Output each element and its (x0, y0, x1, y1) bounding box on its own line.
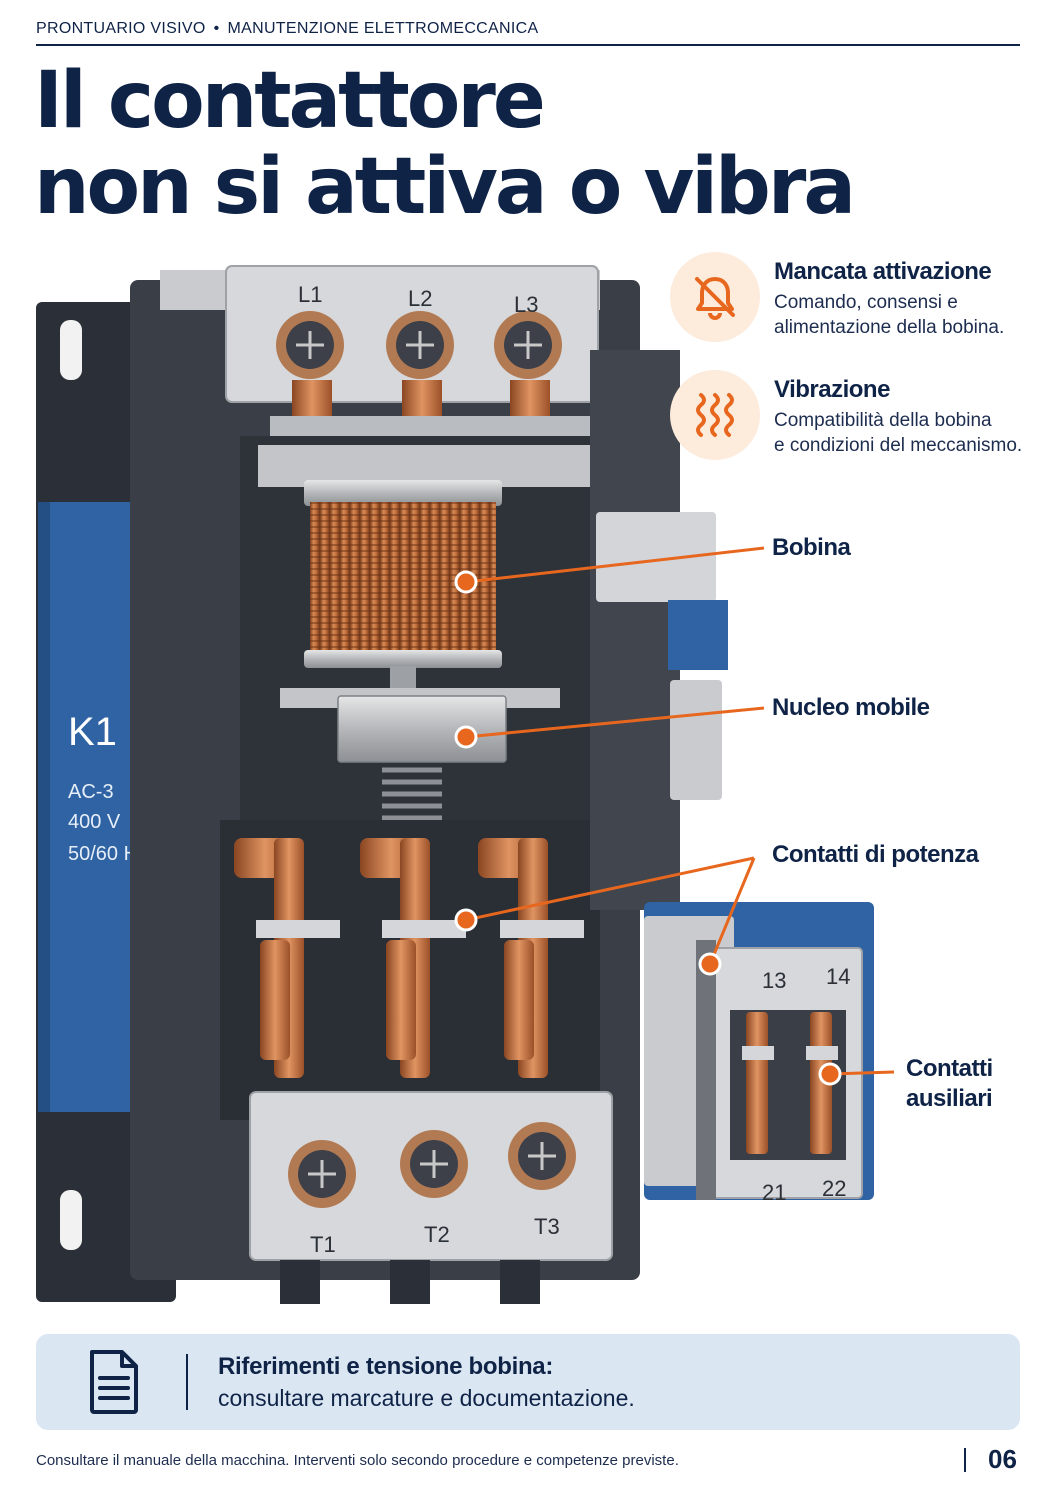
card-desc-no-activation: Comando, consensi e alimentazione della … (774, 290, 1034, 340)
title-line-1: Il contattore (34, 56, 546, 146)
card-desc-vibration-line-1: Compatibilità della bobina (774, 410, 992, 431)
card-desc-no-activation-line-1: Comando, consensi e (774, 292, 958, 313)
return-spring (382, 767, 442, 845)
footer-note: Consultare il manuale della macchina. In… (36, 1452, 679, 1469)
aux-label-22: 22 (822, 1176, 846, 1201)
card-title-no-activation: Mancata attivazione (774, 258, 992, 285)
label-T3: T3 (534, 1214, 560, 1239)
info-body: consultare marcature e documentazione. (218, 1384, 635, 1411)
info-title: Riferimenti e tensione bobina: (218, 1352, 554, 1380)
document-icon (90, 1350, 138, 1414)
terminal-T2: T2 (400, 1130, 468, 1247)
aux-label-21: 21 (762, 1180, 786, 1205)
label-L2: L2 (408, 286, 432, 311)
aux-label-14: 14 (826, 964, 850, 989)
callout-auxiliary-line-1: Contatti (906, 1055, 993, 1082)
info-divider (186, 1354, 188, 1410)
label-L3: L3 (514, 292, 538, 317)
terminal-L2: L2 (386, 286, 454, 379)
callout-power-contacts: Contatti di potenza (772, 841, 979, 868)
bottom-terminal-block: T1 T2 T3 (249, 1091, 613, 1304)
terminal-L1: L1 (276, 282, 344, 379)
device-rating-1: AC-3 (68, 781, 114, 803)
terminal-T1: T1 (288, 1140, 356, 1257)
card-vibration: Vibrazione Compatibilità della bobina e … (670, 370, 1034, 460)
device-rating-2: 400 V (68, 811, 121, 833)
callout-auxiliary-contacts: Contatti ausiliari (906, 1054, 993, 1114)
card-desc-no-activation-line-2: alimentazione della bobina. (774, 317, 1005, 338)
page-number: 06 (988, 1444, 1017, 1474)
card-title-vibration: Vibrazione (774, 376, 890, 403)
contactor-illustration: K1 AC-3 400 V 50/60 Hz L1 L2 L3 (36, 265, 895, 1304)
card-desc-vibration-line-2: e condizioni del meccanismo. (774, 435, 1023, 456)
title-line-2: non si attiva o vibra (34, 142, 856, 232)
callout-auxiliary-line-2: ausiliari (906, 1085, 993, 1112)
terminal-L3: L3 (494, 292, 562, 379)
label-T2: T2 (424, 1222, 450, 1247)
label-L1: L1 (298, 282, 322, 307)
device-rating-3: 50/60 Hz (68, 843, 148, 865)
info-box: Riferimenti e tensione bobina: consultar… (36, 1334, 1020, 1430)
vibration-waves-icon (670, 370, 760, 460)
card-no-activation: Mancata attivazione Comando, consensi e … (670, 252, 1034, 342)
header-section: PRONTUARIO VISIVO (36, 20, 206, 37)
page-header: PRONTUARIO VISIVO • MANUTENZIONE ELETTRO… (36, 14, 1020, 46)
footer-divider (964, 1448, 966, 1472)
auxiliary-contact-block: 13 14 21 22 (644, 902, 874, 1205)
info-text: Riferimenti e tensione bobina: consultar… (218, 1353, 635, 1412)
top-terminal-block: L1 L2 L3 (225, 265, 600, 440)
header-topic: MANUTENZIONE ELETTROMECCANICA (227, 20, 539, 37)
power-contacts (220, 820, 600, 1120)
label-T1: T1 (310, 1232, 336, 1257)
callout-coil: Bobina (772, 534, 851, 561)
terminal-T3: T3 (508, 1122, 576, 1239)
bell-off-icon (670, 252, 760, 342)
aux-label-13: 13 (762, 968, 786, 993)
page-title: Il contattore non si attiva o vibra (34, 56, 856, 232)
device-id-label: K1 (68, 710, 117, 754)
callout-dots (454, 570, 842, 1086)
callout-moving-core: Nucleo mobile (772, 694, 930, 721)
header-separator: • (213, 20, 220, 37)
card-desc-vibration: Compatibilità della bobina e condizioni … (774, 408, 1034, 458)
